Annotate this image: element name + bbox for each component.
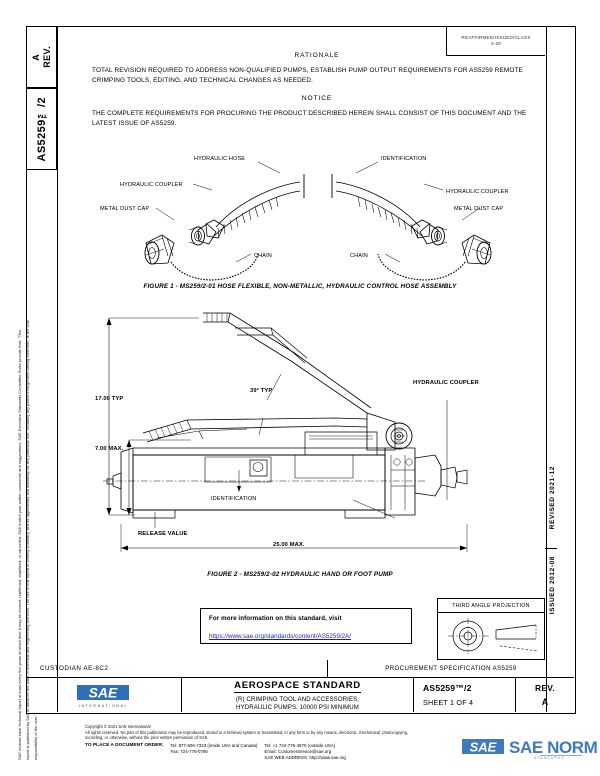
notice-title: NOTICE — [301, 95, 333, 103]
contact-row-1: TO PLACE A DOCUMENT ORDER: Tel: 877-606-… — [85, 743, 353, 749]
figure1-label-chain-right: CHAIN — [350, 253, 368, 259]
notice-text: THE COMPLETE REQUIREMENTS FOR PROCURING … — [92, 110, 527, 127]
figure2-label-angle: 39° TYP — [250, 388, 272, 394]
sae-logo-mark: SAE — [76, 684, 129, 700]
figure1-label-cap-left: METAL DUST CAP — [100, 206, 149, 212]
figure2-label-coupler: HYDRAULIC COUPLER — [413, 380, 480, 386]
reaffirmed-box: REAFFIRMED/ISSUED/CLASS 2-20 — [446, 27, 545, 56]
figure-1-caption: FIGURE 1 - MS259/2-01 HOSE FLEXIBLE, NON… — [143, 283, 457, 290]
contact-row-2: Fax: 724-776-0790 Email: CustomerService… — [85, 749, 353, 755]
title-block-row-main: SAE INTERNATIONAL AEROSPACE STANDARD (R)… — [26, 677, 574, 712]
figure1-label-identification: IDENTIFICATION — [381, 156, 426, 162]
figure2-label-release-valve: RELEASE VALUE — [138, 531, 188, 537]
web-address-label: SAE WEB ADDRESS: — [264, 754, 309, 760]
custodian-label: CUSTODIAN AE-8C2 — [40, 665, 109, 672]
rationale-text: TOTAL REVISION REQUIRED TO ADDRESS NON-Q… — [92, 67, 523, 84]
figure-2-caption: FIGURE 2 - MS259/2-02 HYDRAULIC HAND OR … — [207, 571, 393, 578]
title-block-row-top: CUSTODIAN AE-8C2 PROCUREMENT SPECIFICATI… — [26, 660, 574, 678]
figure1-label-coupler-left: HYDRAULIC COUPLER — [120, 182, 183, 188]
more-information-box: For more information on this standard, v… — [200, 608, 412, 644]
sae-logo: SAE INTERNATIONAL — [76, 682, 131, 708]
rationale-title: RATIONALE — [294, 52, 340, 59]
revision-stub-value: A — [30, 53, 41, 61]
standard-title-cell: AEROSPACE STANDARD (R) CRIMPING TOOL AND… — [182, 677, 414, 712]
svg-text:SAE: SAE — [470, 740, 497, 755]
sae-logo-cell: SAE INTERNATIONAL — [26, 677, 182, 712]
procurement-spec-label: PROCUREMENT SPECIFICATION AS5259 — [385, 665, 517, 672]
disclaimer-container: SAE reviews each technical report at lea… — [10, 170, 38, 760]
revision-value: A — [541, 696, 549, 707]
copyright-line: Copyright © 2021 SAE International — [85, 724, 151, 729]
svg-text:SAE: SAE — [88, 684, 117, 700]
custodian-cell: CUSTODIAN AE-8C2 — [26, 660, 328, 677]
web-address: SAE WEB ADDRESS: http://www.sae.org — [264, 755, 352, 761]
sae-logo-subtext: INTERNATIONAL — [78, 703, 129, 708]
reaffirmed-text: REAFFIRMED/ISSUED/CLASS 2-20 — [461, 34, 531, 47]
figure2-label-body-height: 7.00 MAX. — [95, 446, 124, 452]
spacer-cell-2 — [85, 755, 170, 761]
fax-number: Fax: 724-776-0790 — [170, 748, 208, 754]
rights-line-2: recording, or otherwise, without the pri… — [85, 735, 209, 741]
watermark-norm-text: SAE NORM — [509, 737, 598, 757]
standard-number-stub-label: AS5259™/2 — [35, 96, 48, 162]
document-number-cell: AS5259™/2 SHEET 1 OF 4 — [414, 677, 516, 712]
issued-date-label: ISSUED 2012-08 — [549, 556, 556, 615]
standard-url-link[interactable]: https://www.sae.org/standards/content/AS… — [209, 633, 352, 640]
drawing-inner-frame — [57, 26, 547, 712]
revision-stub-label: REV. — [41, 46, 52, 68]
order-label: TO PLACE A DOCUMENT ORDER: — [85, 742, 164, 748]
tel-inside: Tel: 877-606-7323 (inside USA and Canada… — [170, 742, 258, 748]
figure2-label-length: 25.00 MAX. — [273, 542, 305, 548]
procurement-spec-cell: PROCUREMENT SPECIFICATION AS5259 — [328, 660, 574, 677]
date-divider-rule — [545, 548, 557, 550]
revision-stub-box: REV. A — [26, 26, 57, 88]
third-angle-projection-caption: THIRD ANGLE PROJECTION — [438, 599, 544, 613]
figure1-label-hose: HYDRAULIC HOSE — [194, 156, 245, 162]
revision-cell: REV. A — [516, 677, 574, 712]
third-angle-projection-symbol — [448, 618, 539, 654]
drawing-frame — [26, 26, 576, 714]
watermark-sae-logo-icon: SAE — [462, 739, 504, 755]
tel-outside: Tel: +1 724-776-4970 (outside USA) — [264, 742, 336, 748]
revised-date-label: REVISED 2021-12 — [549, 466, 556, 530]
standard-subtitle: (R) CRIMPING TOOL AND ACCESSORIES, HYDRA… — [235, 696, 360, 712]
spacer-cell-3 — [170, 755, 264, 761]
more-information-label: For more information on this standard, v… — [209, 615, 342, 622]
web-address-url: http://www.sae.org — [309, 754, 346, 760]
sheet-number: SHEET 1 OF 4 — [423, 697, 474, 707]
watermark-subtext: STANDARDS — [534, 756, 565, 760]
figure1-label-cap-right: METAL DUST CAP — [454, 206, 503, 212]
title-block: CUSTODIAN AE-8C2 PROCUREMENT SPECIFICATI… — [26, 660, 574, 712]
header-block: RATIONALE TOTAL REVISION REQUIRED TO ADD… — [92, 52, 542, 138]
standard-number-stub-box: AS5259™/2 — [26, 88, 57, 170]
footer-block: Copyright © 2021 SAE International All r… — [85, 724, 585, 761]
figure2-label-height: 17.00 TYP — [95, 396, 123, 402]
contact-row-3: SAE WEB ADDRESS: http://www.sae.org — [85, 755, 353, 761]
figure1-label-chain-left: CHAIN — [254, 253, 272, 259]
contact-table: TO PLACE A DOCUMENT ORDER: Tel: 877-606-… — [85, 743, 353, 761]
figure2-label-identification: IDENTIFICATION — [211, 496, 256, 502]
revision-label: REV. — [535, 682, 555, 693]
figure-1-drawing: HYDRAULIC HOSE IDENTIFICATION HYDRAULIC … — [88, 150, 548, 281]
figure-2-drawing: 17.00 TYP 7.00 MAX. 39° TYP HYDRAULIC CO… — [95, 300, 550, 570]
third-angle-projection-box: THIRD ANGLE PROJECTION — [437, 598, 545, 660]
standard-title: AEROSPACE STANDARD — [234, 680, 361, 693]
email-address: Email: CustomerService@sae.org — [264, 748, 332, 754]
figure1-label-coupler-right: HYDRAULIC COUPLER — [446, 189, 509, 195]
document-number: AS5259™/2 — [423, 682, 472, 693]
watermark-rule — [540, 755, 582, 756]
rights-line-1: All rights reserved. No part of this pub… — [85, 729, 409, 735]
sae-norm-watermark: SAE SAE NORM STANDARDS — [462, 737, 598, 760]
